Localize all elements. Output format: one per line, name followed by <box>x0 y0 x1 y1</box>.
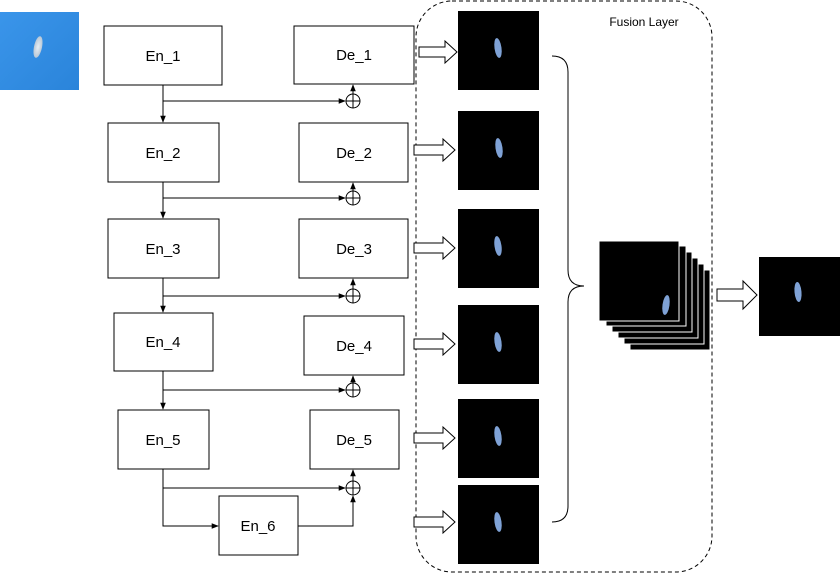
side-output-mask-2 <box>458 111 539 190</box>
decoder-block-5: De_5 <box>309 409 400 470</box>
side-output-mask-4 <box>458 305 539 384</box>
output-arrows <box>413 39 758 535</box>
curly-brace-icon <box>551 55 585 523</box>
decoder-block-4: De_4 <box>303 315 405 376</box>
circled-plus-icon <box>345 190 361 206</box>
circled-plus-icon <box>345 382 361 398</box>
encoder-block-1: En_1 <box>103 25 223 86</box>
encoder-label-5: En_5 <box>145 432 180 449</box>
encoder-label-2: En_2 <box>145 145 180 162</box>
decoder-label-3: De_3 <box>336 241 372 258</box>
encoder-block-2: En_2 <box>107 122 220 183</box>
decoder-label-1: De_1 <box>336 47 372 64</box>
decoder-label-4: De_4 <box>336 338 372 355</box>
skip-connections <box>163 98 346 491</box>
hollow-arrow-icon <box>413 425 456 451</box>
circled-plus-icon <box>345 93 361 109</box>
encoder-label-6: En_6 <box>240 518 275 535</box>
circled-plus-icon <box>345 480 361 496</box>
fusion-layer-title: Fusion Layer <box>609 15 678 29</box>
hollow-arrow-icon <box>716 279 758 311</box>
encoder-label-1: En_1 <box>145 48 180 65</box>
fusion-layer-region: Fusion Layer <box>415 0 713 573</box>
decoder-flow-arrows <box>298 84 356 527</box>
arrow-en6-plus5 <box>298 495 356 527</box>
hollow-arrow-icon <box>413 331 456 357</box>
encoder-label-3: En_3 <box>145 241 180 258</box>
decoder-block-2: De_2 <box>298 122 409 183</box>
hollow-arrow-icon <box>413 235 456 261</box>
encoder-block-6: En_6 <box>218 495 299 556</box>
hollow-arrow-icon <box>413 509 456 535</box>
input-image <box>0 12 79 90</box>
side-output-mask-1 <box>458 11 539 90</box>
encoder-block-4: En_4 <box>113 312 214 372</box>
hollow-arrow-icon <box>418 39 458 65</box>
side-output-mask-6 <box>458 485 539 564</box>
encoder-block-3: En_3 <box>107 218 220 279</box>
decoder-block-1: De_1 <box>293 25 415 85</box>
decoder-column: De_1 De_2 De_3 De_4 De_5 <box>293 25 415 470</box>
side-output-mask-3 <box>458 209 539 288</box>
final-output-mask <box>759 257 840 336</box>
side-output-masks <box>458 11 539 564</box>
hollow-arrow-icon <box>413 137 456 163</box>
decoder-label-2: De_2 <box>336 145 372 162</box>
decoder-block-3: De_3 <box>298 218 409 279</box>
encoder-block-5: En_5 <box>117 409 210 470</box>
encoder-label-4: En_4 <box>145 334 180 351</box>
circled-plus-icon <box>345 288 361 304</box>
fused-mask-stack <box>598 240 711 351</box>
side-output-mask-5 <box>458 399 539 478</box>
encoder-column: En_1 En_2 En_3 En_4 En_5 En_6 <box>103 25 299 556</box>
arrow-en5-en6 <box>162 469 219 529</box>
decoder-label-5: De_5 <box>336 432 372 449</box>
